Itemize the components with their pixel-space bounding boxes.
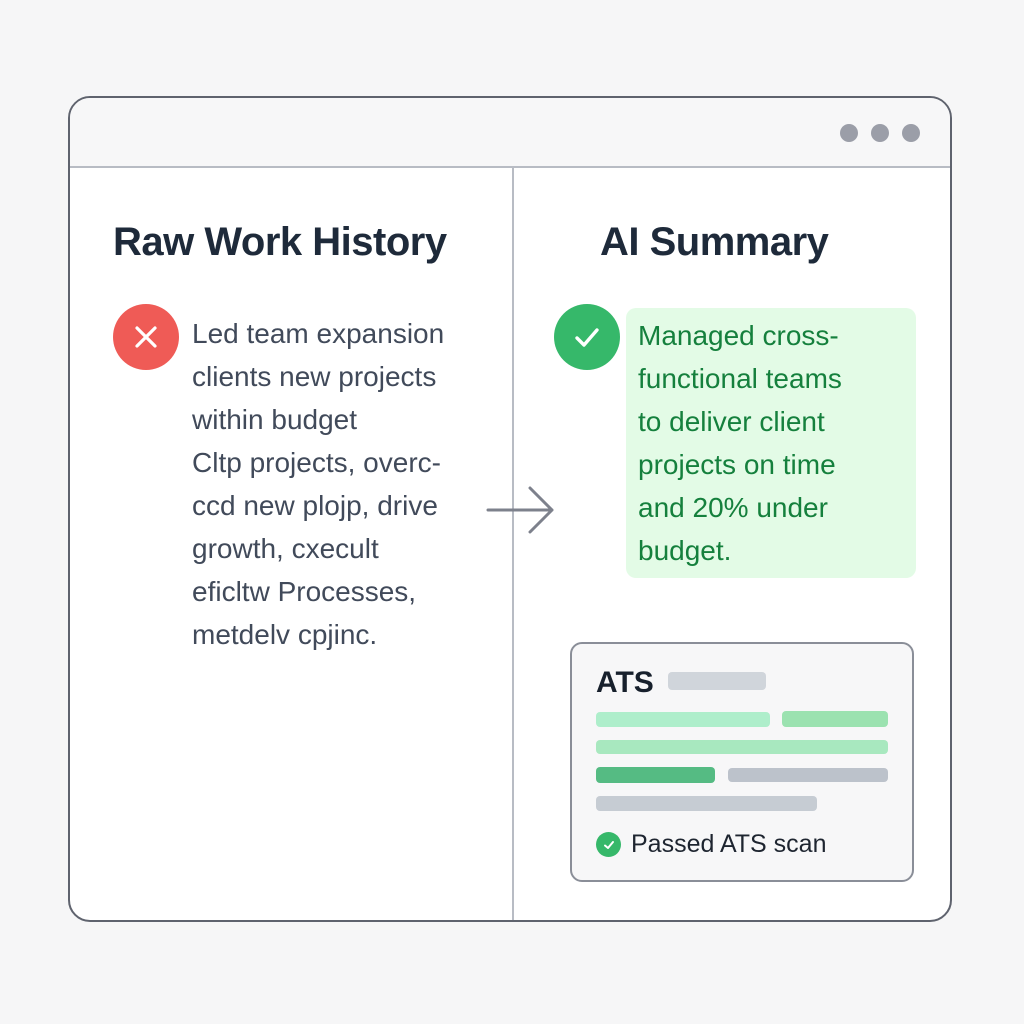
summary-line: budget. [638,535,732,566]
ats-status-text: Passed ATS scan [631,830,827,858]
ats-keyword-bar [782,711,888,727]
ats-card: ATS Passed ATS scan [570,642,914,882]
app-window: Raw Work History Led team expansion clie… [68,96,952,922]
ats-keyword-bar [596,712,770,727]
dot-icon[interactable] [902,124,920,142]
raw-line: Cltp projects, overc- [192,447,441,478]
window-titlebar [70,98,950,168]
ai-summary-heading: AI Summary [600,220,829,264]
summary-line: projects on time [638,449,836,480]
summary-line: and 20% under [638,492,828,523]
summary-line: Managed cross- [638,320,839,351]
ats-neutral-bar [596,796,817,811]
ats-match-bar [596,767,715,783]
panel-divider [512,168,514,920]
raw-line: ccd new plojp, drive [192,490,438,521]
raw-line: metdelv cpjinc. [192,619,378,650]
window-menu-dots[interactable] [840,124,920,142]
arrow-right-icon [486,486,554,534]
raw-line: within budget [192,404,358,435]
ai-summary-box: Managed cross- functional teams to deliv… [626,308,916,578]
raw-line: growth, cxecult [192,533,379,564]
check-icon [554,304,620,370]
ats-title: ATS [596,666,654,699]
raw-history-heading: Raw Work History [113,220,447,264]
check-circle-icon [596,832,621,857]
ats-neutral-bar [728,768,888,782]
raw-line: Led team expansion [192,318,445,349]
ats-keyword-bar [596,740,888,754]
dot-icon[interactable] [871,124,889,142]
ai-summary-text: Managed cross- functional teams to deliv… [638,314,904,572]
summary-line: functional teams [638,363,842,394]
raw-line: eficltw Processes, [192,576,417,607]
raw-work-history-text: Led team expansion clients new projects … [192,312,492,656]
raw-line: clients new projects [192,361,437,392]
x-icon [113,304,179,370]
ats-placeholder-bar [668,672,766,690]
ats-status: Passed ATS scan [596,830,826,859]
summary-line: to deliver client [638,406,825,437]
dot-icon[interactable] [840,124,858,142]
